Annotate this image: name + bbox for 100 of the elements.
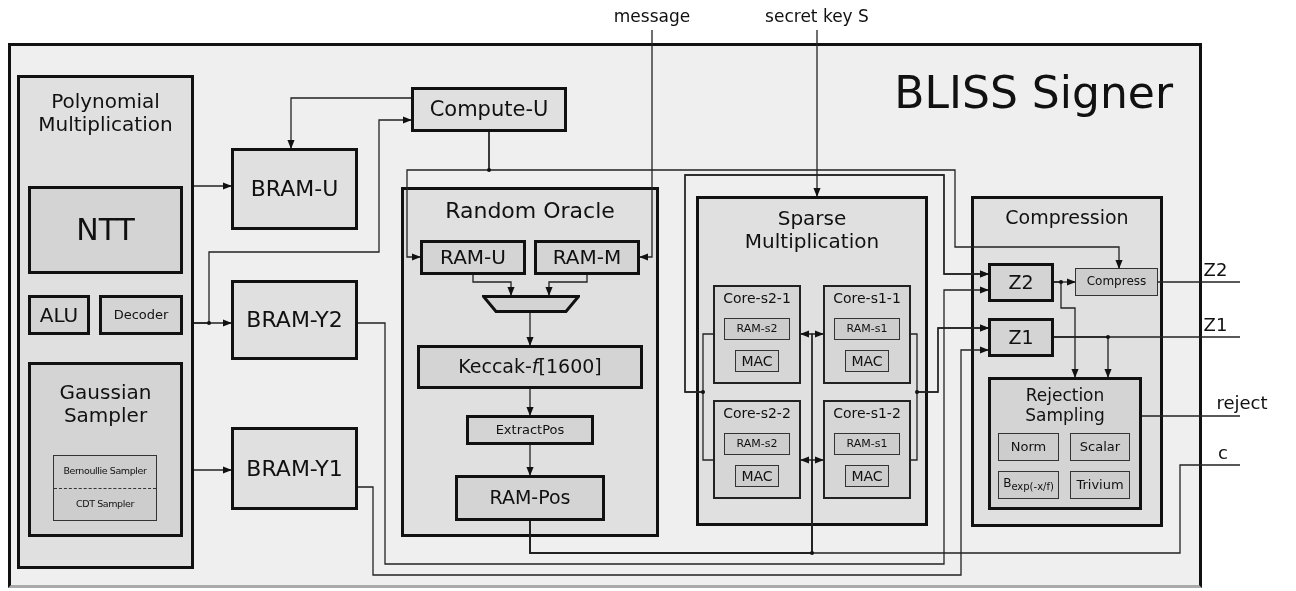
module-title: Compression [1005, 207, 1129, 229]
block-label: Decoder [113, 307, 169, 323]
module-box [696, 196, 928, 526]
block-label: RAM-s2 [736, 437, 778, 451]
wire-arrow [526, 444, 534, 476]
wire-arrow [1053, 281, 1079, 378]
block-box [99, 295, 183, 335]
sampler-label: Bernoullie Sampler [62, 464, 148, 479]
block-label: RAM-Pos [489, 487, 571, 509]
block-label: NTT [76, 212, 135, 248]
module-title: BLISS Signer [894, 68, 1173, 119]
signal-label: c [1218, 442, 1228, 464]
core-box [713, 400, 801, 499]
wire-arrow [193, 182, 232, 190]
wire-arrow [684, 174, 989, 461]
unit-box [998, 471, 1059, 499]
block-box [988, 263, 1054, 302]
wire-arrow [526, 312, 534, 346]
block-label: RAM-s2 [736, 322, 778, 336]
block-box [988, 318, 1054, 357]
module-title: Core-s1-2 [833, 405, 901, 422]
unit-box [834, 433, 900, 455]
block-label: Compress [1086, 275, 1147, 289]
signal-label: secret key S [765, 7, 869, 27]
unit-box [735, 350, 779, 372]
block-label: BRAM-U [250, 176, 339, 202]
module-box [411, 87, 567, 132]
block-label: MAC [741, 467, 773, 485]
block-label: BRAM-Y1 [246, 455, 343, 482]
module-box [231, 148, 358, 230]
block-label: MAC [741, 352, 773, 370]
block-box [455, 475, 605, 521]
block-box [466, 415, 594, 445]
core-box [713, 285, 801, 384]
wire-arrow [357, 346, 989, 576]
wire-arrow [910, 324, 989, 461]
block-label: RAM-U [440, 246, 506, 269]
wire-arrow [287, 97, 412, 149]
wire-arrow [193, 466, 232, 474]
wire-arrow [639, 29, 653, 261]
unit-box [53, 455, 157, 521]
wire-arrow [193, 116, 412, 324]
block-label: MAC [851, 352, 883, 370]
module-title: Rejection Sampling [1024, 386, 1106, 426]
block-box [28, 186, 183, 274]
unit-box [834, 318, 900, 340]
block-box [417, 345, 643, 389]
block-label: Compute-U [429, 97, 549, 122]
block-label: MAC [851, 467, 883, 485]
unit-box [1070, 471, 1130, 499]
sampler-label: CDT Sampler [54, 487, 156, 520]
wire-arrow [357, 286, 989, 565]
block-box [28, 362, 183, 537]
module-title: Random Oracle [445, 198, 615, 224]
block-label: ExtractPos [495, 422, 565, 438]
module-box [401, 187, 659, 537]
wire-arrow [545, 274, 588, 296]
block-label: BRAM-Y2 [246, 307, 343, 333]
wire-arrow [472, 274, 515, 296]
block-label: Scalar [1079, 439, 1121, 455]
signal-label: Z1 [1203, 314, 1228, 336]
block-label: RAM-s1 [846, 437, 888, 451]
module-title: Core-s1-1 [833, 290, 901, 307]
block-label: Norm [1010, 439, 1047, 455]
unit-box [998, 433, 1059, 461]
module-box [231, 280, 358, 360]
core-box [823, 400, 911, 499]
signal-label: Z2 [1203, 259, 1228, 281]
unit-box [724, 433, 790, 455]
signal-label: message [613, 7, 691, 27]
unit-box [735, 465, 779, 487]
module-title: Core-s2-1 [723, 290, 791, 307]
module-title: Polynomial Multiplication [37, 90, 174, 136]
block-label: Trivium [1076, 477, 1124, 493]
module-box [971, 196, 1163, 527]
unit-box [1075, 268, 1158, 296]
block-label: Z1 [1008, 326, 1034, 349]
system-boundary [8, 43, 1202, 588]
block-label: RAM-M [552, 246, 622, 269]
wire-arrow [813, 29, 821, 197]
block-box [534, 240, 640, 275]
unit-box [845, 465, 889, 487]
block-label: RAM-s1 [846, 322, 888, 336]
wire-arrow [488, 131, 1123, 269]
block-box [988, 377, 1142, 510]
module-box [231, 427, 358, 510]
wire-arrow [526, 388, 534, 416]
module-title: Sparse Multiplication [743, 207, 881, 253]
block-label: B$_{exp(-x/f)}$ [1003, 477, 1054, 493]
block-label: Keccak-f[1600] [458, 356, 602, 378]
block-box [420, 240, 526, 275]
module-title: Gaussian Sampler [58, 381, 153, 427]
block-label: ALU [39, 303, 79, 327]
unit-box [845, 350, 889, 372]
signal-label: reject [1216, 392, 1268, 414]
unit-box [1070, 433, 1130, 461]
module-box [17, 75, 194, 569]
unit-box [724, 318, 790, 340]
block-box [28, 295, 90, 335]
core-box [823, 285, 911, 384]
